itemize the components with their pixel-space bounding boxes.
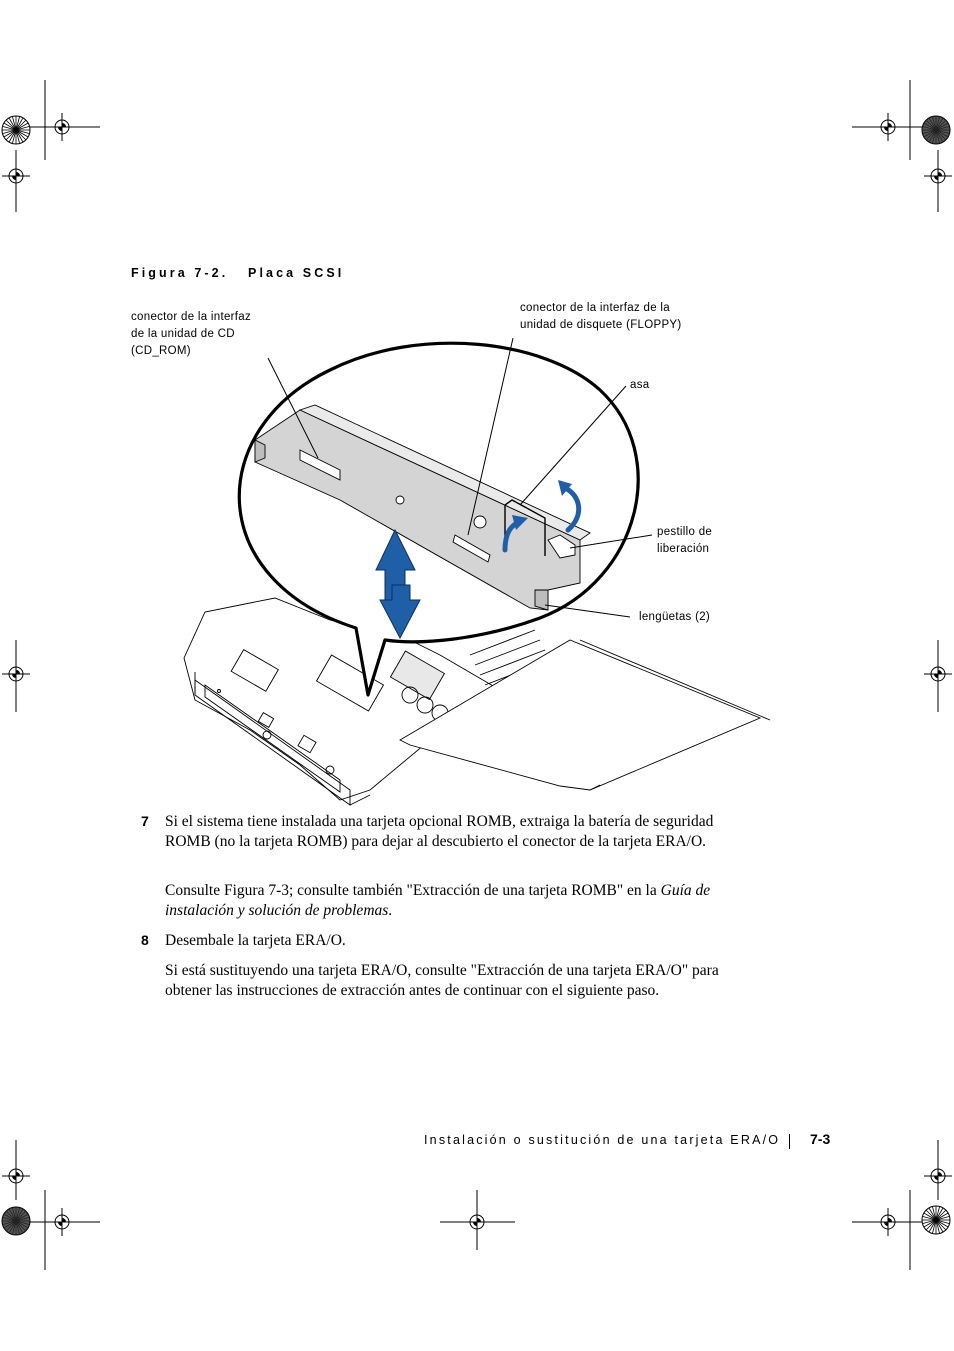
rotate-arrow-heads [512, 480, 572, 530]
callout-line: conector de la interfaz de la [520, 302, 670, 314]
callout-line: de la unidad de CD [131, 328, 235, 340]
chassis-cover [399, 639, 771, 791]
color-wheel-icon [921, 115, 951, 145]
registration-mark-icon [463, 1208, 491, 1236]
registration-mark-icon [874, 113, 902, 141]
registration-mark-icon [2, 660, 30, 688]
page-number: 7-3 [810, 1131, 831, 1147]
callout-line: unidad de disquete (FLOPPY) [520, 319, 682, 331]
system-chassis [183, 597, 551, 806]
registration-mark-icon [48, 113, 76, 141]
footer-divider [789, 1134, 790, 1149]
callout-line: (CD_ROM) [131, 345, 191, 357]
note-text: Consulte Figura 7-3; consulte también "E… [165, 882, 661, 899]
step-note: Consulte Figura 7-3; consulte también "E… [165, 881, 745, 921]
registration-mark-icon [48, 1208, 76, 1236]
callout-line: conector de la interfaz [131, 311, 252, 323]
up-down-arrow-icon [375, 528, 421, 640]
callout-tabs: lengüetas (2) [639, 611, 711, 623]
note-text-end: . [388, 902, 393, 919]
color-wheel-icon [1, 1206, 31, 1236]
step-number: 8 [141, 932, 149, 948]
step-number: 7 [141, 813, 149, 829]
registration-mark-icon [874, 1208, 902, 1236]
callout-handle: asa [630, 379, 650, 391]
color-wheel-icon [921, 1205, 951, 1235]
callout-release-latch: pestillo de liberación [657, 524, 712, 558]
color-wheel-icon [1, 115, 31, 145]
callout-cd-connector: conector de la interfaz de la unidad de … [131, 309, 251, 360]
step-text: Si el sistema tiene instalada una tarjet… [165, 813, 714, 850]
registration-mark-icon [924, 660, 952, 688]
step-note: Si está sustituyendo una tarjeta ERA/O, … [165, 962, 719, 999]
callout-floppy-connector: conector de la interfaz de la unidad de … [520, 300, 682, 334]
callout-line: liberación [657, 543, 710, 555]
footer-chapter-title: Instalación o sustitución de una tarjeta… [424, 1133, 781, 1147]
guide-title: Guía de instalación y solución de proble… [165, 882, 711, 919]
scsi-board [254, 404, 591, 611]
figure-caption: Figura 7-2. Placa SCSI [131, 266, 345, 280]
callout-line: pestillo de [657, 526, 713, 538]
leader-lines [267, 337, 653, 618]
step-text: Desembale la tarjeta ERA/O. [165, 932, 346, 949]
